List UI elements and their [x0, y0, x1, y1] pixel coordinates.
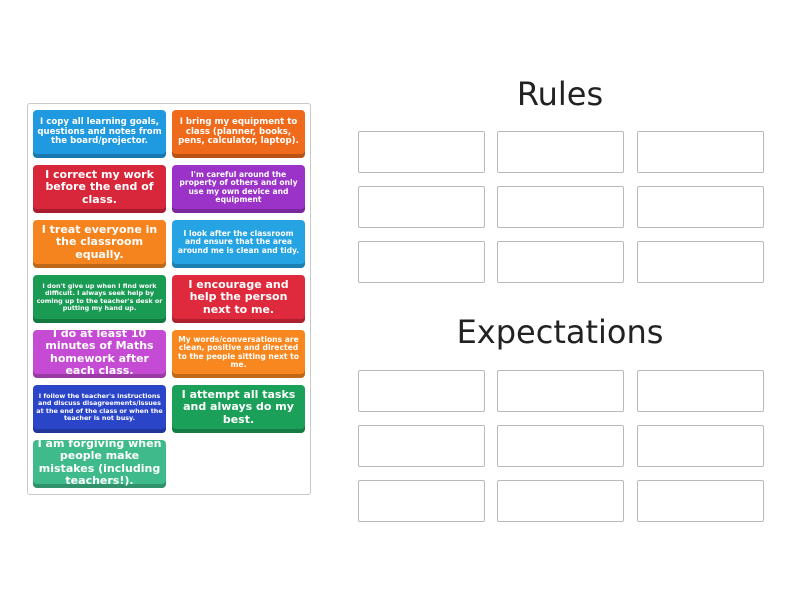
card-words-conversations[interactable]: My words/conversations are clean, positi…: [172, 330, 305, 378]
card-bring-equipment[interactable]: I bring my equipment to class (planner, …: [172, 110, 305, 158]
card-treat-everyone-equally[interactable]: I treat everyone in the classroom equall…: [33, 220, 166, 268]
drop-slot[interactable]: [358, 480, 485, 522]
card-correct-my-work[interactable]: I correct my work before the end of clas…: [33, 165, 166, 213]
drop-slot[interactable]: [497, 425, 624, 467]
drop-slot[interactable]: [358, 370, 485, 412]
card-attempt-all-tasks[interactable]: I attempt all tasks and always do my bes…: [172, 385, 305, 433]
drop-slot[interactable]: [358, 241, 485, 283]
group-heading-rules: Rules: [516, 75, 604, 113]
card-look-after-classroom[interactable]: I look after the classroom and ensure th…: [172, 220, 305, 268]
drop-slot[interactable]: [637, 370, 764, 412]
card-careful-property[interactable]: I'm careful around the property of other…: [172, 165, 305, 213]
drop-slot[interactable]: [637, 241, 764, 283]
drop-slot[interactable]: [497, 241, 624, 283]
drop-slot[interactable]: [637, 480, 764, 522]
drop-slot[interactable]: [358, 131, 485, 173]
drop-slot[interactable]: [358, 186, 485, 228]
drop-slot[interactable]: [497, 186, 624, 228]
drop-slot[interactable]: [497, 480, 624, 522]
card-dont-give-up[interactable]: I don't give up when I find work difficu…: [33, 275, 166, 323]
card-copy-learning-goals[interactable]: I copy all learning goals, questions and…: [33, 110, 166, 158]
card-encourage-help[interactable]: I encourage and help the person next to …: [172, 275, 305, 323]
drop-slot[interactable]: [637, 425, 764, 467]
drop-slot[interactable]: [637, 131, 764, 173]
card-follow-instructions[interactable]: I follow the teacher's instructions and …: [33, 385, 166, 433]
card-forgiving[interactable]: I am forgiving when people make mistakes…: [33, 440, 166, 488]
drop-slot[interactable]: [637, 186, 764, 228]
group-heading-expectations: Expectations: [456, 313, 664, 351]
card-maths-homework[interactable]: I do at least 10 minutes of Maths homewo…: [33, 330, 166, 378]
drop-slot[interactable]: [358, 425, 485, 467]
drop-slot[interactable]: [497, 131, 624, 173]
drop-slot[interactable]: [497, 370, 624, 412]
